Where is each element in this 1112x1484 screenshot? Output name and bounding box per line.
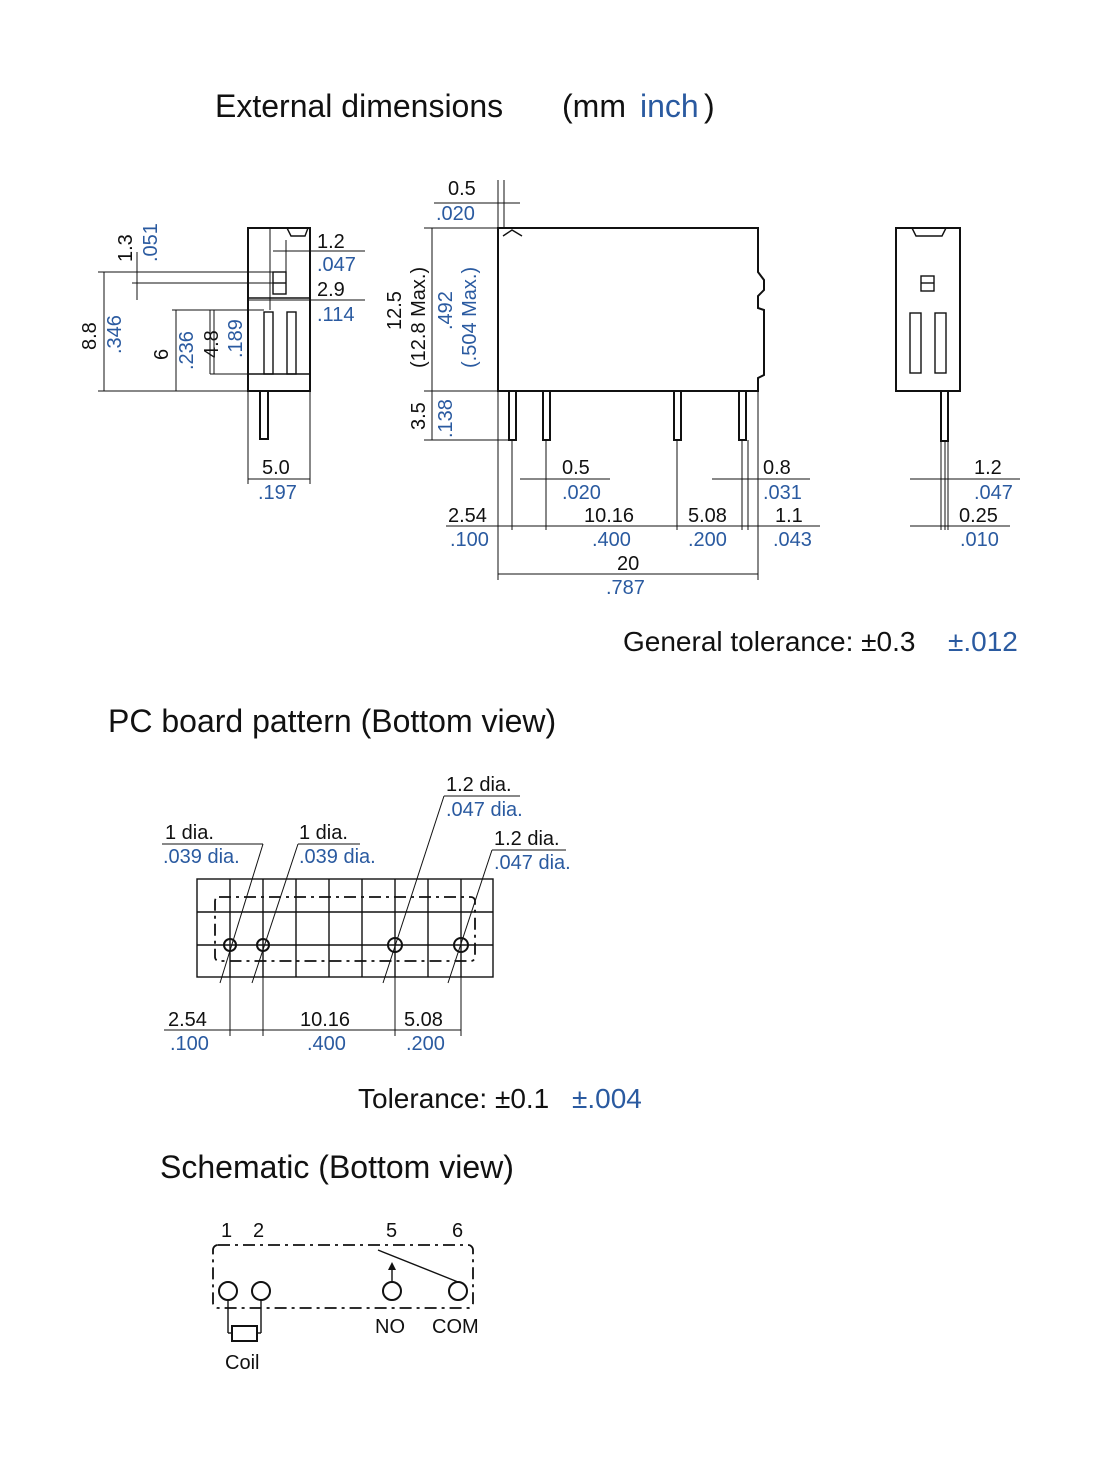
schematic-no-label: NO bbox=[375, 1316, 405, 1338]
front-dim-10-16: 10.16 bbox=[584, 505, 634, 527]
schematic-pin-2: 2 bbox=[253, 1220, 264, 1242]
schematic-pin-5: 5 bbox=[386, 1220, 397, 1242]
schematic-coil-label: Coil bbox=[225, 1352, 259, 1374]
end-view bbox=[895, 227, 1020, 530]
front-dim-043: .043 bbox=[773, 529, 812, 551]
front-dim-100: .100 bbox=[450, 529, 489, 551]
side-view bbox=[98, 227, 365, 484]
front-dim-2-54: 2.54 bbox=[448, 505, 487, 527]
pcb-dim-200: .200 bbox=[406, 1033, 445, 1055]
pcb-title: PC board pattern (Bottom view) bbox=[108, 703, 556, 739]
schematic-pin-1: 1 bbox=[221, 1220, 232, 1242]
pcb-tolerance-label: Tolerance: ±0.1 bbox=[358, 1083, 549, 1114]
front-dim-020: .020 bbox=[562, 482, 601, 504]
side-dim-5-0: 5.0 bbox=[262, 457, 290, 479]
front-dim-0-8: 0.8 bbox=[763, 457, 791, 479]
front-dim-787: .787 bbox=[606, 577, 645, 599]
pcb-hole1-inch: .039 dia. bbox=[163, 846, 240, 868]
front-dim-0-5-top: 0.5 bbox=[448, 178, 476, 200]
unit-mm-label: (mm bbox=[562, 88, 626, 124]
front-dim-200: .200 bbox=[688, 529, 727, 551]
front-dim-400: .400 bbox=[592, 529, 631, 551]
schematic-pin-6: 6 bbox=[452, 1220, 463, 1242]
pcb-pattern bbox=[162, 795, 566, 1036]
side-dim-047: .047 bbox=[317, 254, 356, 276]
general-tolerance-inch: ±.012 bbox=[948, 626, 1018, 657]
side-dim-051: .051 bbox=[140, 223, 162, 262]
side-dim-6: 6 bbox=[151, 349, 173, 360]
pcb-dim-400: .400 bbox=[307, 1033, 346, 1055]
front-dim-12-8-max: (12.8 Max.) bbox=[408, 267, 430, 368]
pcb-hole4-inch: .047 dia. bbox=[494, 852, 571, 874]
side-dim-236: .236 bbox=[176, 331, 198, 370]
schematic-com-label: COM bbox=[432, 1316, 479, 1338]
side-dim-2-9: 2.9 bbox=[317, 279, 345, 301]
front-dim-5-08: 5.08 bbox=[688, 505, 727, 527]
front-view bbox=[424, 180, 820, 580]
front-dim-031: .031 bbox=[763, 482, 802, 504]
front-dim-1-1: 1.1 bbox=[775, 505, 803, 527]
end-dim-0-25: 0.25 bbox=[959, 505, 998, 527]
side-dim-197: .197 bbox=[258, 482, 297, 504]
side-dim-8-8: 8.8 bbox=[79, 322, 101, 350]
end-dim-047: .047 bbox=[974, 482, 1013, 504]
front-dim-020-top: .020 bbox=[436, 203, 475, 225]
front-dim-138: .138 bbox=[435, 399, 457, 438]
unit-close-label: ) bbox=[704, 88, 715, 124]
pcb-hole4-mm: 1.2 dia. bbox=[494, 828, 560, 850]
side-dim-189: .189 bbox=[225, 319, 247, 358]
side-dim-1-3: 1.3 bbox=[115, 234, 137, 262]
front-dim-3-5: 3.5 bbox=[408, 402, 430, 430]
pcb-hole3-mm: 1.2 dia. bbox=[446, 774, 512, 796]
pcb-dim-100: .100 bbox=[170, 1033, 209, 1055]
pcb-dim-10-16: 10.16 bbox=[300, 1009, 350, 1031]
pcb-dim-2-54: 2.54 bbox=[168, 1009, 207, 1031]
front-dim-492: .492 bbox=[435, 291, 457, 330]
schematic-diagram bbox=[212, 1244, 474, 1342]
end-dim-1-2: 1.2 bbox=[974, 457, 1002, 479]
pcb-hole1-mm: 1 dia. bbox=[165, 822, 214, 844]
front-dim-20: 20 bbox=[617, 553, 639, 575]
side-dim-114: .114 bbox=[317, 304, 354, 326]
unit-inch-label: inch bbox=[640, 88, 699, 124]
front-dim-504-max: (.504 Max.) bbox=[459, 267, 481, 368]
pcb-hole3-inch: .047 dia. bbox=[446, 799, 523, 821]
pcb-hole2-mm: 1 dia. bbox=[299, 822, 348, 844]
front-dim-0-5: 0.5 bbox=[562, 457, 590, 479]
end-dim-010: .010 bbox=[960, 529, 999, 551]
schematic-title: Schematic (Bottom view) bbox=[160, 1149, 514, 1185]
general-tolerance-label: General tolerance: ±0.3 bbox=[623, 626, 915, 657]
pcb-hole2-inch: .039 dia. bbox=[299, 846, 376, 868]
front-dim-12-5: 12.5 bbox=[384, 291, 406, 330]
side-dim-4-8: 4.8 bbox=[201, 330, 223, 358]
side-dim-1-2: 1.2 bbox=[317, 231, 345, 253]
pcb-tolerance-inch: ±.004 bbox=[572, 1083, 642, 1114]
pcb-dim-5-08: 5.08 bbox=[404, 1009, 443, 1031]
external-dimensions-title: External dimensions bbox=[215, 88, 503, 124]
side-dim-346: .346 bbox=[104, 315, 126, 354]
